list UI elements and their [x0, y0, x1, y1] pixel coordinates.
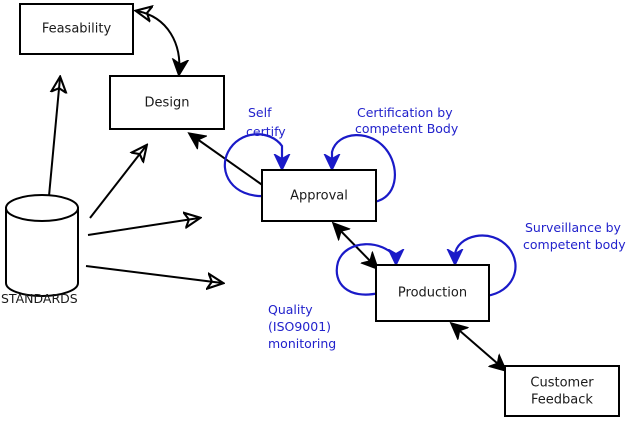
- node-approval[interactable]: Approval: [261, 169, 377, 222]
- feasability-box: [19, 3, 134, 55]
- loop-self-certify: [223, 133, 282, 198]
- customer-feedback-label-line2: Feedback: [531, 393, 593, 408]
- edge-standards-to-feasability: [48, 78, 60, 197]
- annotation-quality: Quality (ISO9001) monitoring: [268, 302, 336, 351]
- certification-line1: Certification by: [357, 105, 453, 120]
- loop-quality-monitoring: [335, 243, 396, 296]
- certification-line2: competent Body: [355, 121, 459, 136]
- loop-surveillance: [455, 234, 517, 298]
- quality-line1: Quality: [268, 302, 313, 317]
- surveillance-line2: competent body: [523, 237, 626, 252]
- edge-design-feasability: [137, 11, 179, 74]
- approval-label: Approval: [290, 189, 348, 204]
- production-label: Production: [398, 286, 467, 301]
- loop-certification: [332, 134, 396, 204]
- quality-line3: monitoring: [268, 336, 336, 351]
- edge-standards-to-design: [89, 146, 146, 219]
- standards-label: STANDARDS: [1, 291, 78, 306]
- annotation-certification: Certification by competent Body: [355, 105, 459, 136]
- node-standards[interactable]: STANDARDS: [1, 194, 79, 306]
- standards-cylinder-top: [5, 194, 79, 222]
- node-feasability[interactable]: Feasability: [19, 3, 134, 55]
- self-certify-line1: Self: [248, 105, 272, 120]
- customer-feedback-label-line1: Customer: [530, 376, 594, 391]
- quality-line2: (ISO9001): [268, 319, 331, 334]
- self-certify-line2: certify: [246, 124, 286, 139]
- annotation-self-certify: Self certify: [246, 105, 286, 139]
- edge-production-customer-feedback: [452, 324, 505, 370]
- node-production[interactable]: Production: [375, 264, 490, 322]
- approval-box: [261, 169, 377, 222]
- production-box: [375, 264, 490, 322]
- node-design[interactable]: Design: [109, 75, 225, 130]
- annotation-surveillance: Surveillance by competent body: [523, 220, 626, 252]
- node-customer-feedback[interactable]: Customer Feedback: [504, 365, 620, 417]
- standards-cylinder-body: [5, 207, 79, 297]
- surveillance-line1: Surveillance by: [525, 220, 622, 235]
- edge-standards-to-production: [85, 265, 222, 283]
- edge-standards-to-approval: [87, 218, 199, 236]
- feasability-label: Feasability: [42, 22, 112, 37]
- design-label: Design: [145, 96, 190, 111]
- edge-approval-to-design: [190, 134, 269, 190]
- design-box: [109, 75, 225, 130]
- customer-feedback-box: [504, 365, 620, 417]
